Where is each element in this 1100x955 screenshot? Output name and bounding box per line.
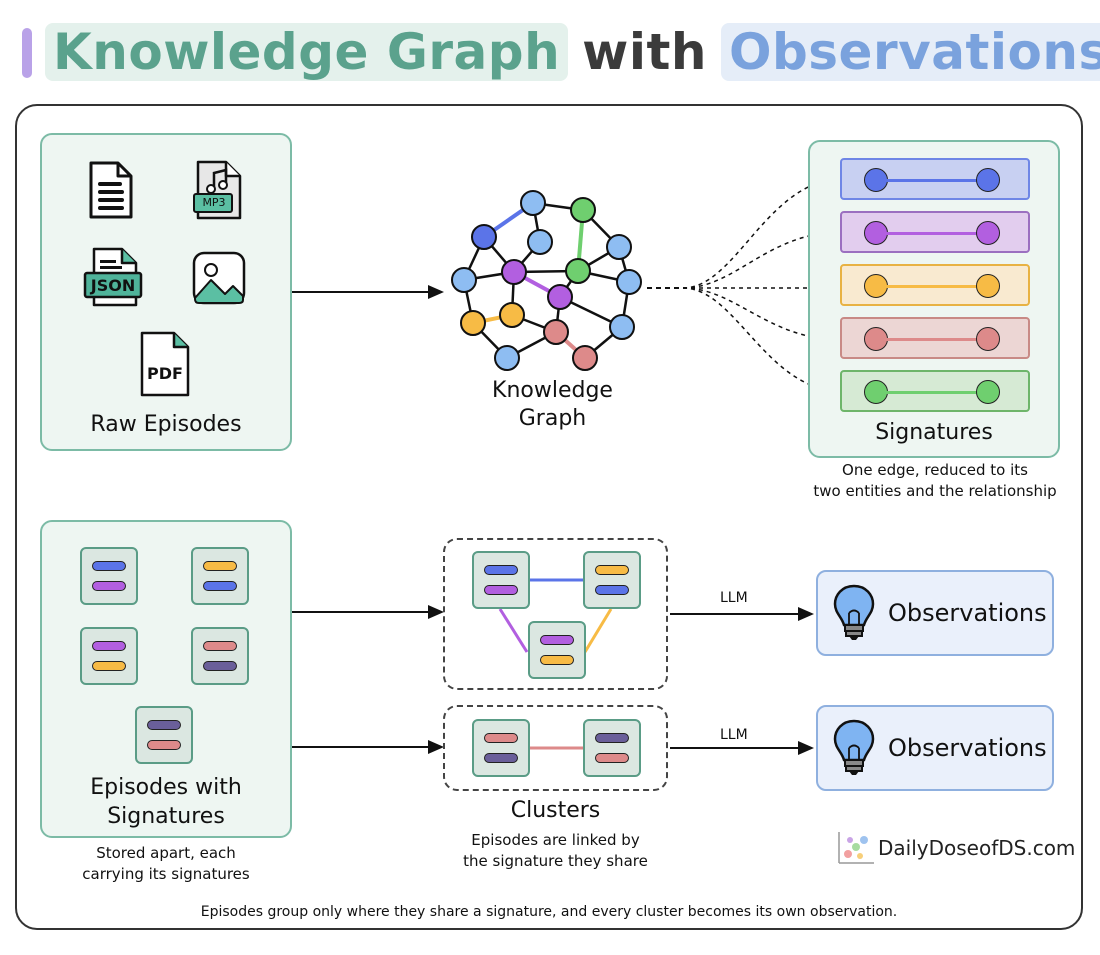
signatures-panel xyxy=(808,140,1060,458)
clusters-caption-line2: the signature they share xyxy=(463,852,648,870)
lightbulb-icon xyxy=(833,584,875,640)
signature-green xyxy=(840,370,1030,412)
pdf-badge-label: PDF xyxy=(147,364,183,383)
arrow-episodes-to-graph xyxy=(292,285,444,299)
cluster-2-links xyxy=(530,746,583,750)
diagram-frame xyxy=(15,104,1083,930)
page-title: Knowledge Graph with Observations xyxy=(45,12,1100,92)
graph-node xyxy=(501,259,527,285)
signatures-caption-line1: One edge, reduced to its xyxy=(842,461,1028,479)
brand-name: DailyDoseofDS.com xyxy=(878,836,1076,860)
graph-node xyxy=(547,284,573,310)
graph-node xyxy=(520,190,546,216)
graph-node xyxy=(616,269,642,295)
signatures-caption-line2: two entities and the relationship xyxy=(813,482,1057,500)
signature-purple xyxy=(840,211,1030,253)
arrow-to-cluster-2 xyxy=(292,740,444,754)
raw-episodes-panel xyxy=(40,133,292,451)
episodes-caption-line2: carrying its signatures xyxy=(82,865,250,883)
graph-node xyxy=(606,234,632,260)
arrow-llm-1 xyxy=(670,607,814,621)
graph-node xyxy=(494,345,520,371)
signature-red xyxy=(840,317,1030,359)
episode-chip xyxy=(135,706,193,764)
graph-node xyxy=(527,229,553,255)
clusters-label: Clusters xyxy=(510,798,601,823)
signature-blue xyxy=(840,158,1030,200)
cluster-1 xyxy=(443,538,668,690)
episodes-caption: Stored apart, each carrying its signatur… xyxy=(40,843,292,885)
cluster-episode-chip xyxy=(528,621,586,679)
document-icon xyxy=(89,161,133,219)
graph-node xyxy=(499,302,525,328)
clusters-caption-line1: Episodes are linked by xyxy=(471,831,640,849)
episodes-with-signatures-label: Episodes with Signatures xyxy=(40,773,292,831)
llm-label: LLM xyxy=(720,727,748,743)
episodes-label-line2: Signatures xyxy=(107,804,225,829)
cluster-2 xyxy=(443,705,668,791)
episode-chip xyxy=(191,547,249,605)
observations-label: Observations xyxy=(888,734,1047,762)
llm-label: LLM xyxy=(720,590,748,606)
knowledge-graph-label-line1: Knowledge xyxy=(492,378,613,403)
title-part-observations: Observations xyxy=(721,23,1100,81)
graph-node xyxy=(460,310,486,336)
signatures-caption: One edge, reduced to its two entities an… xyxy=(785,460,1085,502)
signature-fan-arrows xyxy=(647,173,839,397)
raw-episodes-label: Raw Episodes xyxy=(90,412,242,437)
signatures-label: Signatures xyxy=(875,420,993,445)
episode-chip xyxy=(80,627,138,685)
observations-box-2: Observations xyxy=(816,705,1054,791)
episode-chip xyxy=(191,627,249,685)
episodes-label-line1: Episodes with xyxy=(90,775,242,800)
cluster-1-links xyxy=(498,578,613,653)
arrow-llm-2 xyxy=(670,741,814,755)
cluster-episode-chip xyxy=(472,719,530,777)
clusters-caption: Episodes are linked by the signature the… xyxy=(423,830,688,872)
signature-yellow xyxy=(840,264,1030,306)
knowledge-graph-label-line2: Graph xyxy=(518,406,587,431)
observations-label: Observations xyxy=(888,599,1047,627)
mp3-file-icon: MP3 xyxy=(192,159,244,221)
cluster-episode-chip xyxy=(583,719,641,777)
arrow-to-cluster-1 xyxy=(292,605,444,619)
brand-logo-icon xyxy=(838,832,874,864)
graph-node xyxy=(565,258,591,284)
graph-node xyxy=(471,224,497,250)
lightbulb-icon xyxy=(833,719,875,775)
json-badge-label: JSON xyxy=(90,276,136,295)
title-part-with: with xyxy=(582,23,707,81)
title-part-knowledge-graph: Knowledge Graph xyxy=(45,23,569,81)
graph-node xyxy=(609,314,635,340)
observations-box-1: Observations xyxy=(816,570,1054,656)
knowledge-graph xyxy=(451,190,642,371)
pdf-file-icon: PDF xyxy=(138,330,192,398)
mp3-badge-label: MP3 xyxy=(202,196,226,209)
episode-chip xyxy=(80,547,138,605)
graph-node xyxy=(543,319,569,345)
episodes-caption-line1: Stored apart, each xyxy=(96,844,236,862)
knowledge-graph-label: Knowledge Graph xyxy=(470,377,635,433)
graph-node xyxy=(451,267,477,293)
graph-node xyxy=(570,197,596,223)
graph-node xyxy=(572,345,598,371)
cluster-episode-chip xyxy=(583,551,641,609)
json-file-icon: JSON xyxy=(82,246,144,308)
image-icon xyxy=(192,251,246,305)
footer-caption: Episodes group only where they share a s… xyxy=(200,904,898,920)
title-accent-bar xyxy=(22,28,32,78)
cluster-episode-chip xyxy=(472,551,530,609)
